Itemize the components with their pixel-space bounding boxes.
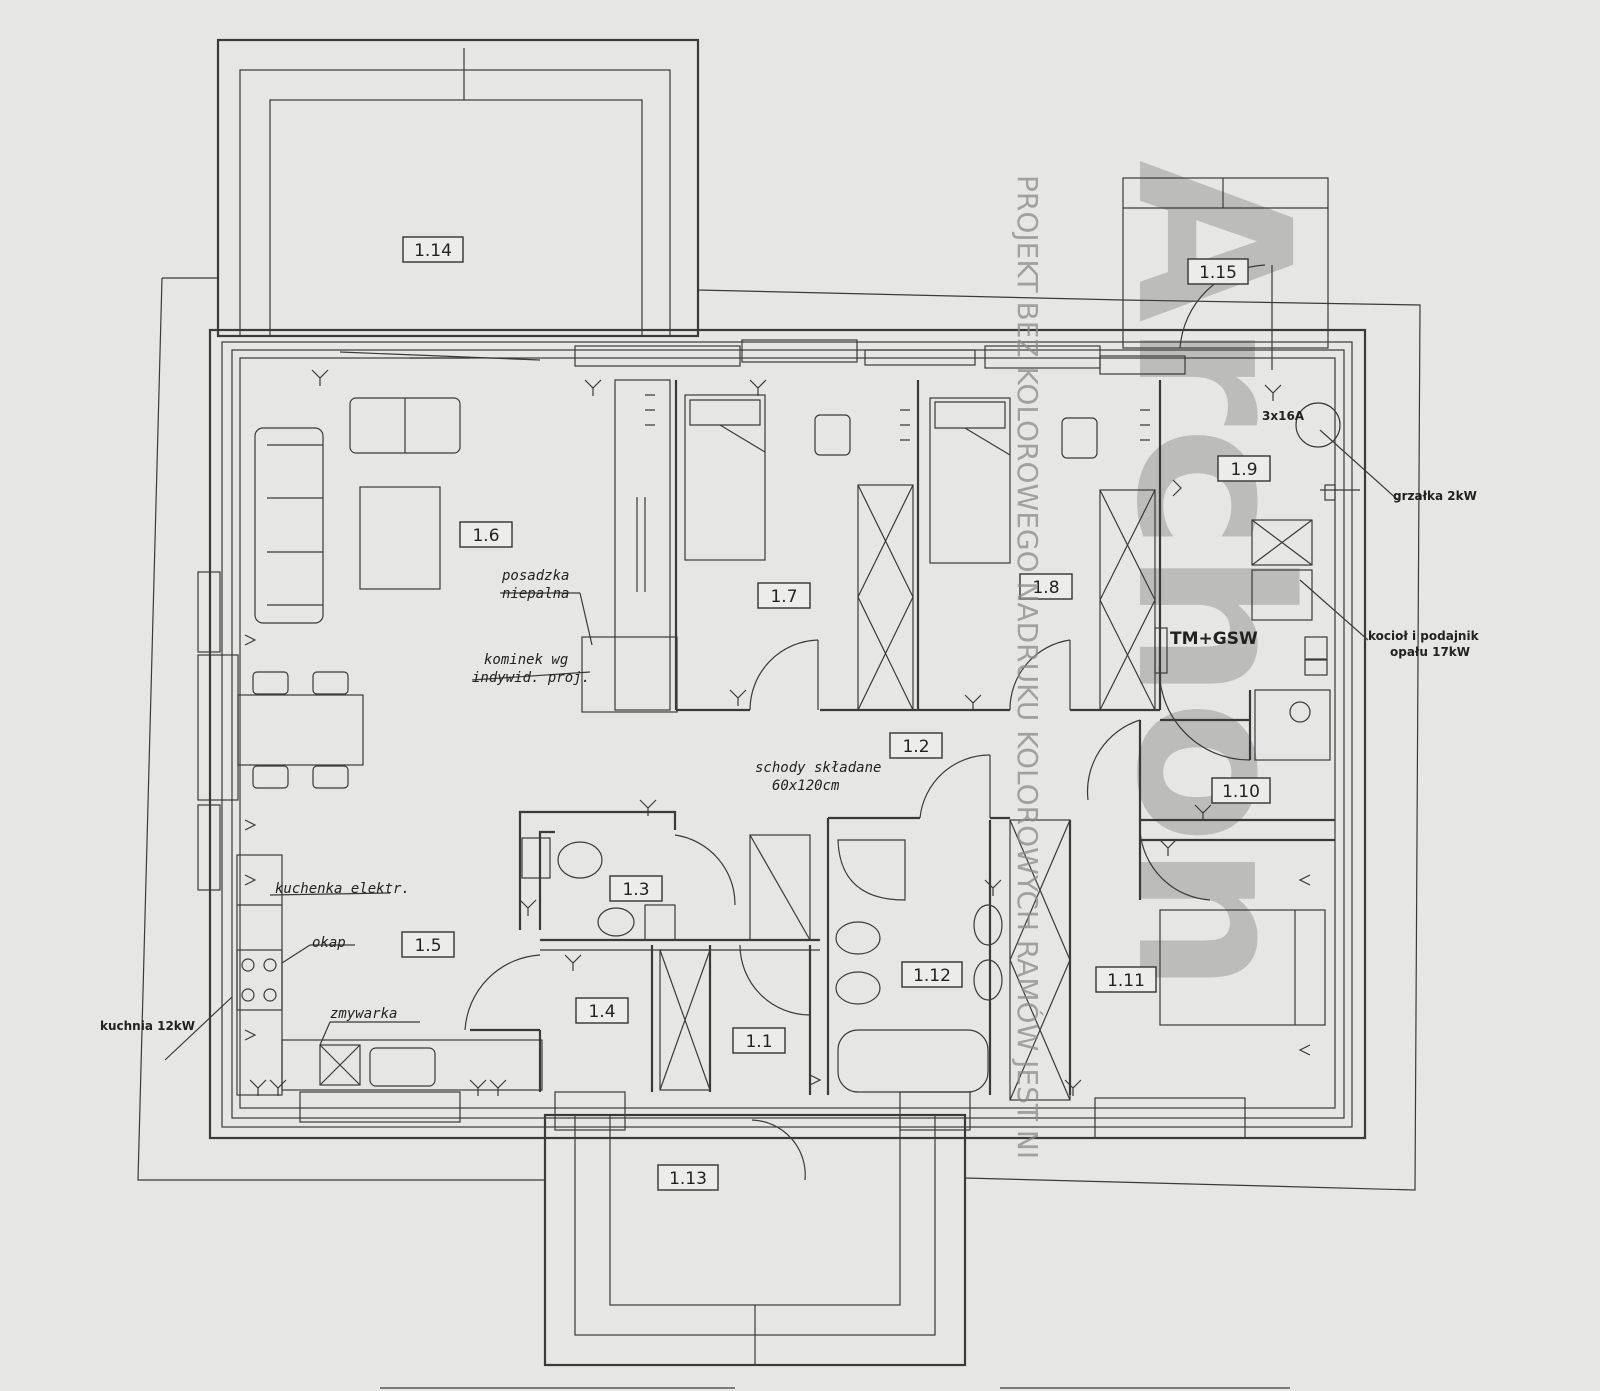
fireplace-note-line1: kominek wg — [484, 652, 568, 668]
room-label-1-14: 1.14 — [402, 236, 464, 263]
furniture — [236, 394, 1341, 1093]
svg-text:1.14: 1.14 — [414, 241, 452, 261]
stairs-note-line2: 60x120cm — [772, 778, 840, 794]
stove-note: kuchenka elektr. — [275, 881, 410, 897]
watermark-vertical-text: PROJEKT BEZ KOLOROWEGO NADRUKU KOLOROWYC… — [1011, 175, 1045, 1159]
room-label-1-2: 1.2 — [889, 732, 943, 759]
boiler-note-line1: kocioł i podajnik — [1368, 629, 1480, 643]
interior-walls — [236, 379, 1335, 1101]
hob-note: kuchnia 12kW — [100, 1019, 195, 1033]
svg-text:1.10: 1.10 — [1222, 782, 1260, 802]
svg-text:1.5: 1.5 — [414, 936, 441, 956]
svg-text:1.9: 1.9 — [1230, 460, 1257, 480]
room-label-1-6: 1.6 — [459, 521, 513, 548]
svg-text:1.4: 1.4 — [588, 1002, 615, 1022]
room-label-1-13: 1.13 — [657, 1164, 719, 1191]
stairs-note-line1: schody składane — [755, 760, 881, 776]
electrical-symbols — [244, 369, 1311, 1096]
svg-text:1.7: 1.7 — [770, 587, 797, 607]
floor-note-line1: posadzka — [501, 568, 569, 584]
dishwasher-note: zmywarka — [330, 1006, 397, 1022]
room-label-1-9: 1.9 — [1217, 455, 1271, 482]
room-label-1-1: 1.1 — [732, 1027, 786, 1054]
entrance-outline — [543, 1113, 967, 1367]
room-label-1-11: 1.11 — [1095, 966, 1157, 993]
hood-note: okap — [312, 935, 346, 951]
room-label-1-3: 1.3 — [609, 875, 663, 902]
watermark-logo: Archon — [1090, 160, 1335, 994]
room-label-1-15: 1.15 — [1187, 258, 1249, 285]
watermark-logo-text: Archon — [1090, 160, 1335, 994]
room-label-1-7: 1.7 — [757, 582, 811, 609]
annotation-leaders — [164, 429, 1399, 1061]
doors — [464, 639, 1251, 1181]
room-label-1-12: 1.12 — [901, 961, 963, 988]
windows — [197, 339, 1246, 1139]
building-outer-walls — [137, 277, 1421, 1191]
annotations: posadzka niepalna kominek wg indywid. pr… — [100, 409, 1480, 1033]
svg-text:1.3: 1.3 — [622, 880, 649, 900]
svg-text:1.2: 1.2 — [902, 737, 929, 757]
room-label-1-5: 1.5 — [401, 931, 455, 958]
svg-text:1.8: 1.8 — [1032, 578, 1059, 598]
room-labels: 1.1 1.2 1.3 1.4 1.5 1.6 1.7 1.8 — [401, 236, 1271, 1191]
fuse-note: 3x16A — [1262, 409, 1305, 423]
svg-text:1.11: 1.11 — [1107, 971, 1145, 991]
svg-text:1.1: 1.1 — [745, 1032, 772, 1052]
svg-text:1.6: 1.6 — [472, 526, 499, 546]
floor-note-line2: niepalna — [502, 586, 569, 602]
hot-water-label: TM+GSW — [1170, 629, 1258, 649]
terrace-outline — [216, 38, 700, 338]
svg-text:1.13: 1.13 — [669, 1169, 707, 1189]
heater-note: grzałka 2kW — [1393, 489, 1477, 503]
svg-text:1.15: 1.15 — [1199, 263, 1237, 283]
boiler-note-line2: opału 17kW — [1390, 645, 1470, 659]
room-label-1-10: 1.10 — [1211, 777, 1271, 804]
fireplace-note-line2: indywid. proj. — [472, 670, 590, 686]
room-label-1-8: 1.8 — [1019, 573, 1073, 600]
room-label-1-4: 1.4 — [575, 997, 629, 1024]
wardrobe-cross-marks — [659, 484, 1156, 1101]
svg-text:1.12: 1.12 — [913, 966, 951, 986]
